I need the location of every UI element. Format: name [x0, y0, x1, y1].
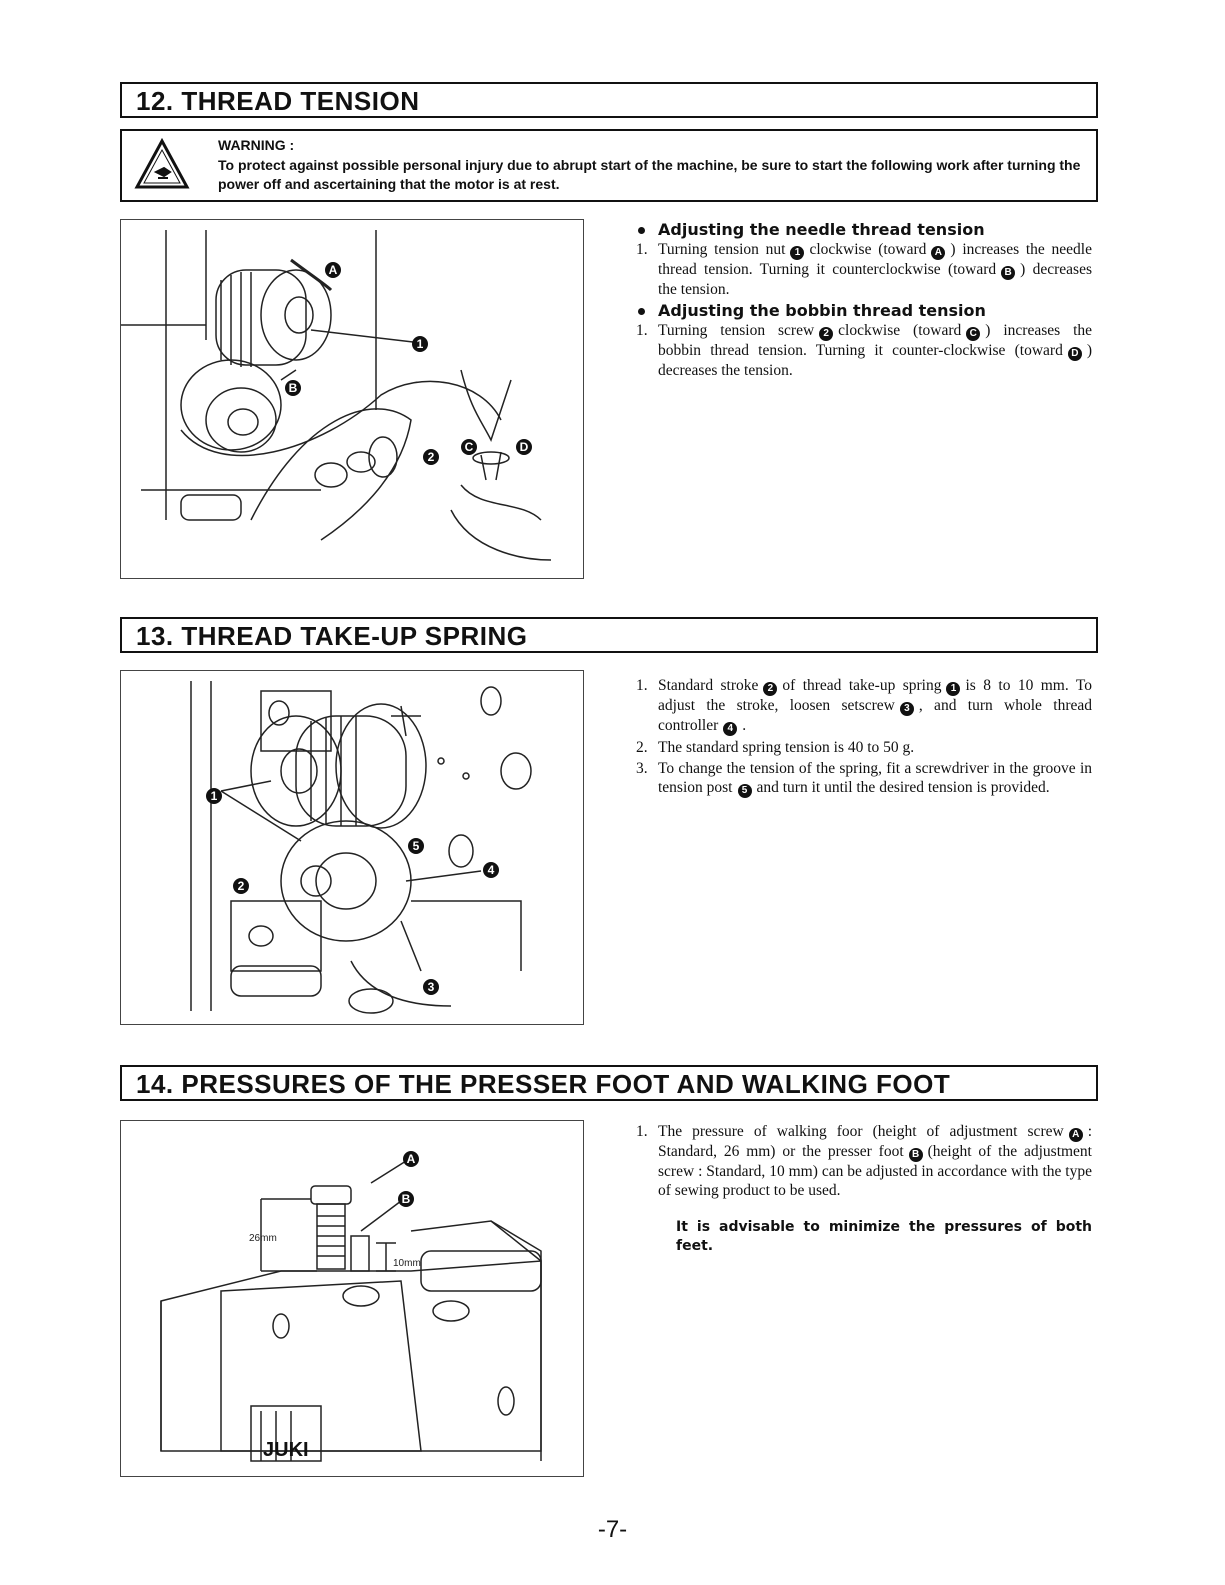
label-b: B [402, 1192, 411, 1206]
label-4: 4 [488, 863, 495, 877]
page-number: -7- [597, 1516, 628, 1543]
warning-triangle-icon [134, 138, 190, 189]
figure-labels: A B [398, 1151, 419, 1207]
label-3: 3 [428, 980, 435, 994]
dimension-10mm: 10mm [393, 1258, 421, 1269]
warning-title: WARNING : [218, 137, 295, 153]
label-a: A [329, 263, 338, 277]
label-2: 2 [428, 450, 435, 464]
bobbin-tension-heading: Adjusting the bobbin thread tension [636, 301, 1092, 321]
label-b: B [289, 381, 298, 395]
presser-foot-text: 1.The pressure of walking foor (height o… [636, 1122, 1092, 1270]
section-14-header: 14. PRESSURES OF THE PRESSER FOOT AND WA… [120, 1065, 1098, 1101]
section-12-header: 12. THREAD TENSION [120, 82, 1098, 118]
figure-take-up-spring: 1 2 3 4 5 [120, 670, 584, 1025]
dimension-26mm: 26mm [249, 1233, 277, 1244]
section-title: 12. THREAD TENSION [136, 86, 420, 116]
label-1: 1 [211, 789, 218, 803]
needle-tension-heading: Adjusting the needle thread tension [636, 220, 1092, 240]
label-5: 5 [413, 839, 420, 853]
warning-text: To protect against possible personal inj… [218, 157, 1081, 192]
spring-step-3: 3.To change the tension of the spring, f… [636, 760, 1092, 798]
thread-tension-illustration: A B 1 2 C D [121, 230, 552, 561]
label-d: D [520, 440, 529, 454]
figure-labels: A B 1 2 C D [285, 262, 532, 465]
section-title: 13. THREAD TAKE-UP SPRING [136, 621, 528, 651]
figure-thread-tension: A B 1 2 C D [120, 219, 584, 579]
section-title: 14. PRESSURES OF THE PRESSER FOOT AND WA… [136, 1069, 951, 1099]
label-a: A [407, 1152, 416, 1166]
brand-logo: JUKI [263, 1439, 309, 1461]
section-13-header: 13. THREAD TAKE-UP SPRING [120, 617, 1098, 653]
figure-labels: 1 2 3 4 5 [206, 788, 499, 995]
presser-foot-illustration: 26mm 10mm JUKI A B [160, 1151, 542, 1462]
pressure-step-1: 1.The pressure of walking foor (height o… [636, 1123, 1092, 1199]
label-2: 2 [238, 879, 245, 893]
pressure-note: It is advisable to minimize the pressure… [676, 1219, 1092, 1254]
warning-box: WARNING : To protect against possible pe… [120, 129, 1098, 202]
label-c: C [465, 440, 474, 454]
thread-tension-text: Adjusting the needle thread tension 1.Tu… [636, 220, 1092, 382]
label-1: 1 [417, 337, 424, 351]
figure-presser-foot-pressure: 26mm 10mm JUKI A B [120, 1120, 584, 1477]
spring-step-2: 2.The standard spring tension is 40 to 5… [636, 739, 915, 756]
take-up-spring-illustration: 1 2 3 4 5 [190, 681, 532, 1014]
